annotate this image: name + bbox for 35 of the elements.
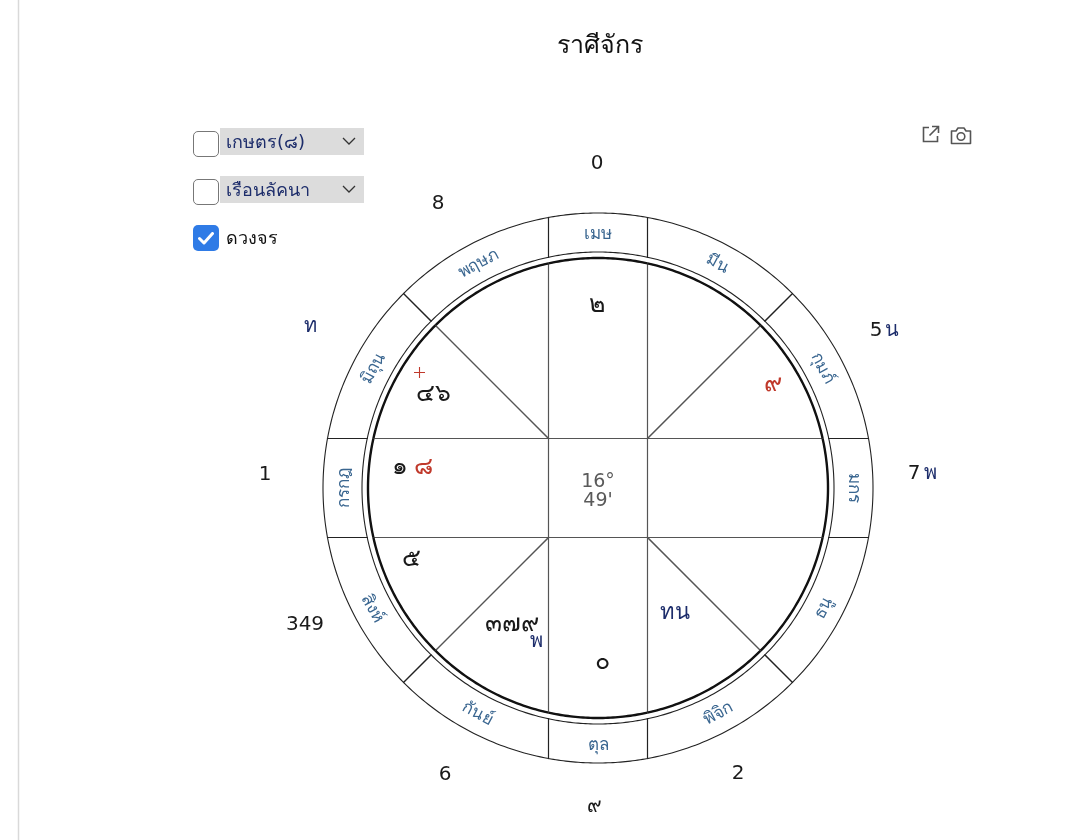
planet-symbols: ทน: [660, 601, 690, 623]
zodiac-sign-label: ธนู: [810, 594, 837, 622]
outer-label: 5: [869, 319, 883, 339]
planet-symbols: ๘: [413, 452, 433, 478]
outer-label: น: [885, 319, 899, 339]
zodiac-sign-label: กรกฎ: [334, 468, 351, 508]
zodiac-sign-label: มีน: [704, 249, 733, 276]
zodiac-sign-label: พฤษภ: [454, 244, 501, 281]
outer-label: 1: [258, 463, 272, 483]
zodiac-sign-label: กันย์: [459, 698, 496, 729]
outer-label: ๙: [586, 795, 602, 815]
planet-symbols: ๑: [392, 452, 408, 478]
planet-symbols: ๕: [401, 544, 421, 570]
zodiac-sign-label: มิถุน: [357, 349, 388, 387]
degree-text: 16° 49': [581, 471, 615, 509]
zodiac-sign-label: พิจิก: [700, 698, 736, 729]
outer-label: ท: [303, 315, 317, 335]
zodiac-sign-label: เมษ: [584, 224, 612, 241]
zodiac-sign-label: สิงห์: [358, 591, 387, 626]
outer-label: 7: [907, 462, 921, 482]
outer-label: 2: [731, 762, 745, 782]
outer-label: พ: [923, 462, 937, 482]
outer-label: 349: [285, 613, 325, 633]
outer-label: 6: [438, 763, 452, 783]
planet-symbols: ๒: [589, 290, 605, 316]
checkbox-label: ดวงจร: [226, 229, 278, 247]
outer-label: 0: [590, 152, 604, 172]
dropdown-select: เกษตร(๘): [220, 128, 364, 155]
outer-label: 8: [431, 192, 445, 212]
planet-symbols: ๐: [594, 647, 610, 673]
planet-symbols: ๙: [764, 369, 782, 395]
zodiac-sign-label: มกร: [845, 473, 862, 503]
planet-symbols: ๔๖: [415, 379, 451, 405]
chart-title: ราศีจักร: [557, 31, 643, 57]
dropdown-select: เรือนลัคนา: [220, 176, 364, 203]
